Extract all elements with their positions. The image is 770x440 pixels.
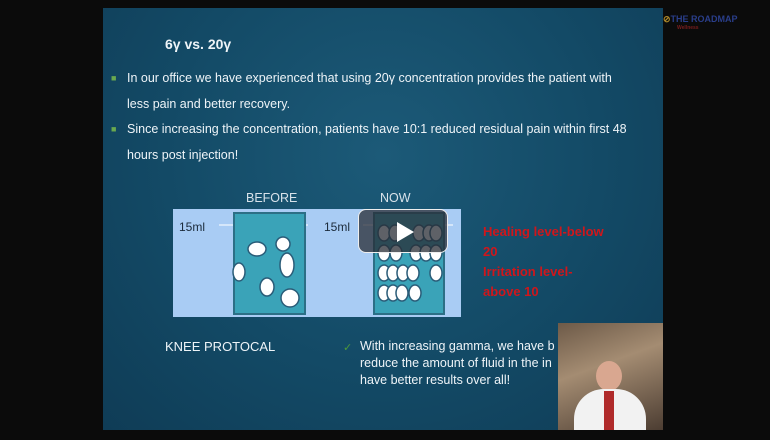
note-line: Irritation level- [483,264,573,279]
now-label: NOW [380,191,411,205]
gamma-note: With increasing gamma, we have b reduce … [360,338,660,389]
checkmark-icon: ✓ [343,342,353,354]
note-line: 20 [483,244,498,259]
note-line: above 10 [483,284,539,299]
roadmap-logo: ⊘THE ROADMAP Wellness [663,14,738,31]
volume-label-now: 15ml [324,220,351,234]
before-label: BEFORE [246,191,298,205]
bullet-1-line-2: less pain and better recovery. [127,97,291,111]
gamma-note-line: With increasing gamma, we have b [360,339,555,353]
play-button[interactable] [358,209,448,253]
presenter-tie [604,391,614,430]
presenter-webcam [558,323,663,430]
slide-title: 6γ vs. 20γ [165,36,232,52]
bullet-icon: ■ [111,124,117,134]
volume-label-before: 15ml [179,220,206,234]
level-note: Healing level-below 20 Irritation level-… [483,222,633,302]
gamma-note-line: reduce the amount of fluid in the in [360,356,552,370]
knee-protocol-label: KNEE PROTOCAL [165,339,276,354]
bullet-1-line-1: In our office we have experienced that u… [127,71,612,85]
logo-text: THE ROADMAP [670,14,738,24]
bullet-2-line-1: Since increasing the concentration, pati… [127,122,627,136]
logo-subtext: Wellness [677,25,699,31]
bullet-2-line-2: hours post injection! [127,148,239,162]
before-particles [232,236,300,308]
bullet-icon: ■ [111,73,117,83]
note-line: Healing level-below [483,224,604,239]
logo-mark-icon: ⊘ [663,14,671,24]
presenter-head [596,361,622,391]
gamma-note-line: have better results over all! [360,373,511,387]
